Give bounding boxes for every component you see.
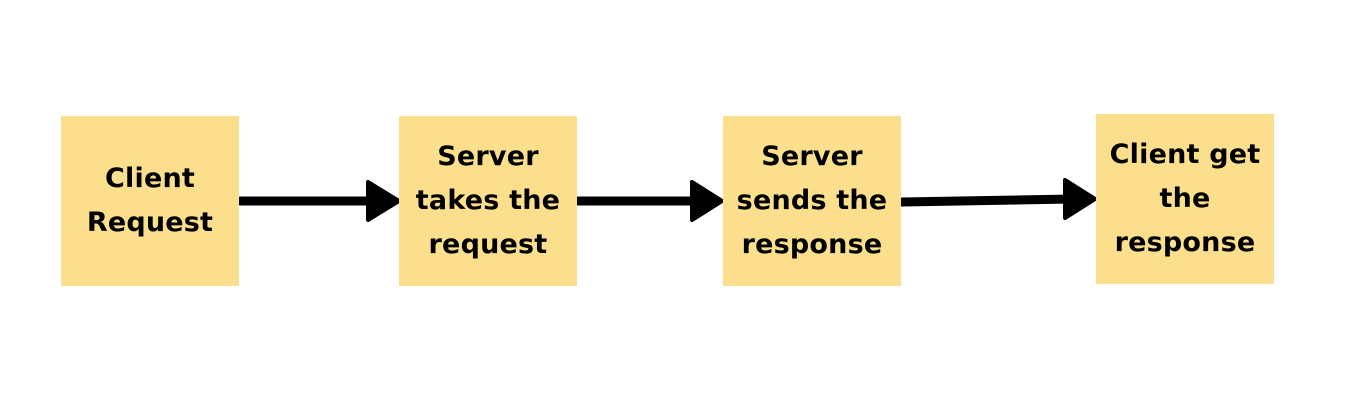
node-label-line: sends the bbox=[736, 185, 888, 216]
node-label: Server sends the response bbox=[737, 135, 888, 267]
node-client-request: Client Request bbox=[61, 116, 239, 286]
arrow-server-takes-request-to-server-sends-response bbox=[573, 180, 724, 222]
arrow-server-sends-response-to-client-get-response bbox=[897, 178, 1097, 220]
node-label-line: the bbox=[1159, 183, 1211, 214]
node-label-line: Client bbox=[105, 163, 195, 194]
node-server-takes-request: Server takes the request bbox=[399, 116, 577, 286]
node-label-line: request bbox=[428, 229, 548, 260]
node-label: Client Request bbox=[87, 157, 213, 245]
node-label-line: Server bbox=[761, 141, 863, 172]
node-client-get-response: Client get the response bbox=[1096, 114, 1274, 284]
node-server-sends-response: Server sends the response bbox=[723, 116, 901, 286]
node-label-line: takes the bbox=[415, 185, 561, 216]
node-label-line: response bbox=[741, 229, 883, 260]
node-label-line: Request bbox=[86, 207, 214, 238]
node-label-line: Server bbox=[437, 141, 539, 172]
node-label-line: Client get bbox=[1109, 139, 1261, 170]
node-label: Server takes the request bbox=[416, 135, 560, 267]
node-label-line: response bbox=[1114, 227, 1256, 258]
arrow-client-request-to-server-takes-request bbox=[235, 180, 401, 222]
node-label: Client get the response bbox=[1110, 133, 1261, 265]
